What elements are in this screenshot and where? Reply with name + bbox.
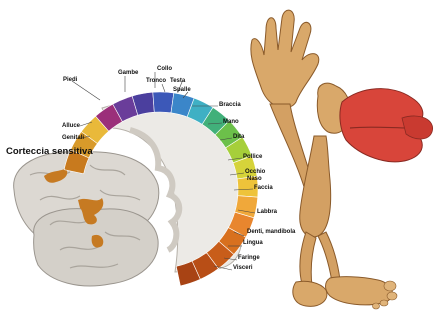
label-naso: Naso (247, 176, 262, 183)
label-pollice: Pollice (243, 154, 262, 161)
label-collo: Collo (157, 66, 172, 73)
label-gambe: Gambe (118, 70, 138, 77)
sensory-cortex-title: Corteccia sensitiva (6, 146, 93, 157)
label-piedi: Piedi (63, 77, 77, 84)
label-genitali: Genitali (62, 135, 84, 142)
sensory-homunculus-figure (251, 10, 433, 309)
label-testa: Testa (170, 78, 185, 85)
label-spalle: Spalle (173, 87, 191, 94)
label-denti-mandibola: Denti, mandibola (247, 229, 295, 236)
label-visceri: Visceri (233, 265, 253, 272)
label-occhio: Occhio (245, 169, 265, 176)
label-faringe: Faringe (238, 255, 260, 262)
label-labbra: Labbra (257, 209, 277, 216)
gyrus-segment (153, 92, 174, 113)
label-alluce: Alluce (62, 123, 80, 130)
label-braccia: Braccia (219, 102, 241, 109)
label-lingua: Lingua (243, 240, 263, 247)
label-tronco: Tronco (146, 78, 166, 85)
label-mano: Mano (223, 119, 239, 126)
brain-illustration (14, 152, 159, 286)
label-faccia: Faccia (254, 185, 273, 192)
label-dita: Dita (233, 134, 244, 141)
